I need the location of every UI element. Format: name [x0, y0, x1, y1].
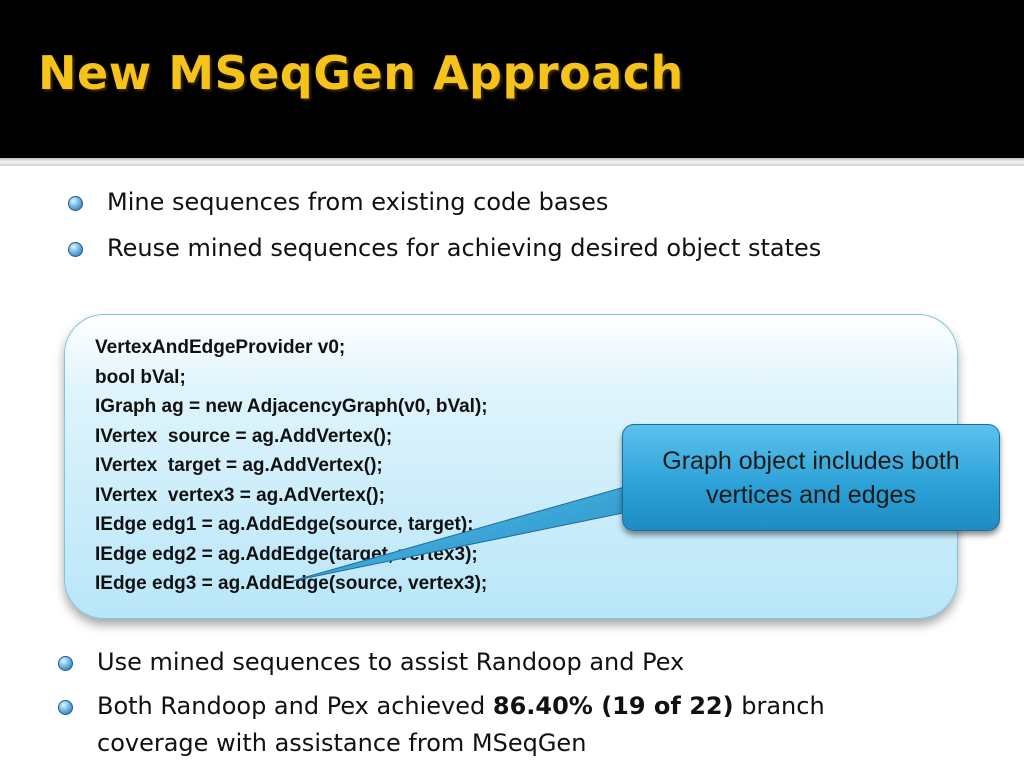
bullet-icon [68, 242, 83, 257]
slide-title: New MSeqGen Approach [38, 46, 684, 100]
coverage-highlight: 86.40% (19 of 22) [492, 692, 734, 720]
bullet-icon [68, 196, 83, 211]
bullet-item: Both Randoop and Pex achieved 86.40% (19… [58, 688, 938, 762]
callout-box: Graph object includes both vertices and … [622, 424, 1000, 531]
code-line: bool bVal; [95, 366, 186, 388]
bullet-text: Mine sequences from existing code bases [107, 188, 609, 216]
bullet-text: Both Randoop and Pex achieved 86.40% (19… [97, 688, 938, 762]
slide-header: New MSeqGen Approach [0, 0, 1024, 158]
callout-text: Graph object includes both vertices and … [662, 446, 960, 509]
bullet-text-pre: Both Randoop and Pex achieved [97, 692, 493, 720]
bullet-item: Mine sequences from existing code bases [68, 184, 608, 221]
code-line: IVertex vertex3 = ag.AdVertex(); [95, 484, 385, 506]
code-line: IEdge edg3 = ag.AddEdge(source, vertex3)… [95, 573, 488, 594]
bullet-text: Use mined sequences to assist Randoop an… [97, 648, 685, 676]
code-line: IVertex target = ag.AddVertex(); [95, 455, 383, 476]
bullet-text-post: branch coverage with assistance from MSe… [97, 692, 825, 757]
code-line: IEdge edg1 = ag.AddEdge(source, target); [95, 514, 474, 535]
code-line: IGraph ag = new AdjacencyGraph(v0, bVal)… [95, 396, 488, 417]
code-line: IVertex source = ag.AddVertex(); [95, 425, 393, 447]
bullet-item: Use mined sequences to assist Randoop an… [58, 644, 684, 681]
code-line: IEdge edg2 = ag.AddEdge(target, vertex3)… [95, 543, 478, 565]
bullet-icon [58, 656, 73, 671]
bullet-text: Reuse mined sequences for achieving desi… [107, 234, 822, 262]
code-block: VertexAndEdgeProvider v0; bool bVal; IGr… [95, 333, 488, 599]
bullet-item: Reuse mined sequences for achieving desi… [68, 230, 821, 267]
header-divider [0, 158, 1024, 166]
code-line: VertexAndEdgeProvider v0; [95, 337, 346, 358]
bullet-icon [58, 700, 73, 715]
